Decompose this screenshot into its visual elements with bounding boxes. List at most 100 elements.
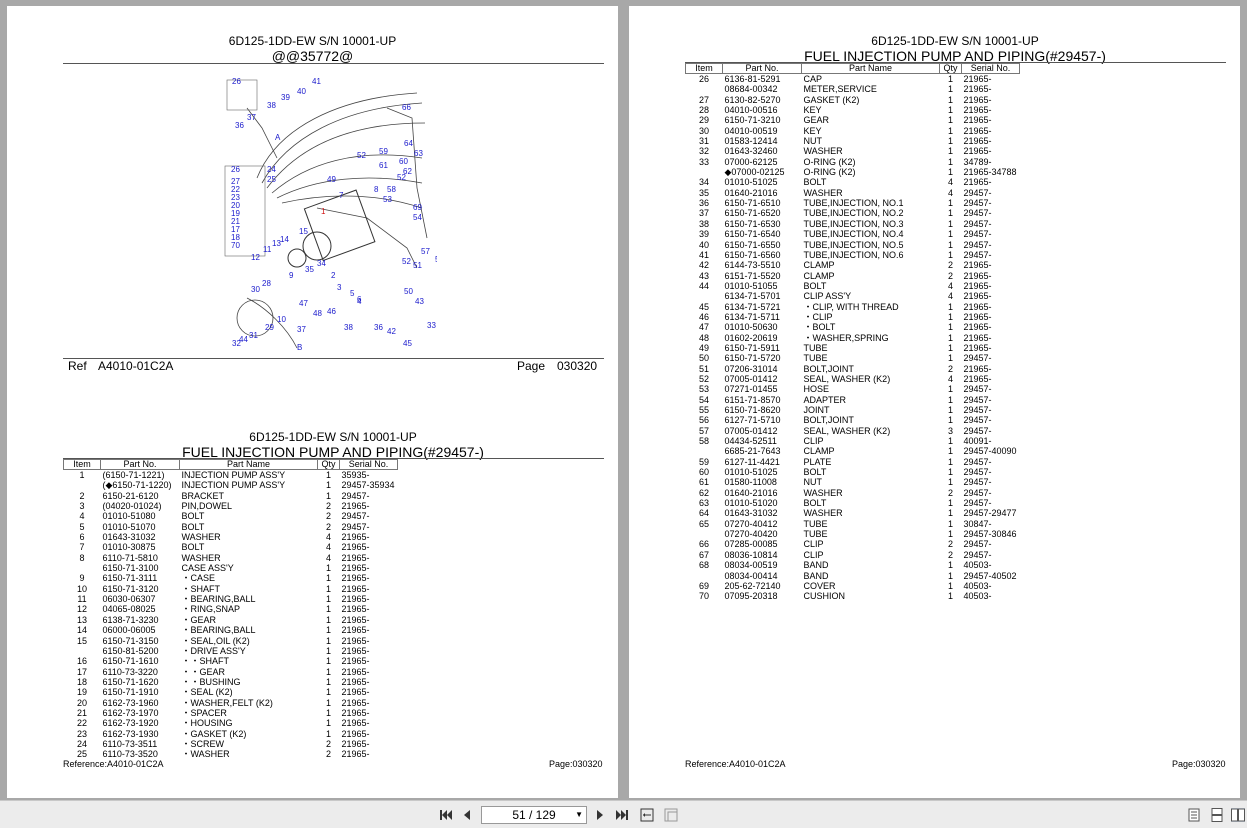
two-page-icon[interactable]	[1231, 808, 1245, 822]
cell-part-name: METER,SERVICE	[803, 84, 877, 95]
cell-item: 28	[698, 105, 709, 116]
cell-item: 42	[698, 260, 709, 271]
callout-number: 37	[297, 325, 306, 334]
cell-qty: 2	[947, 539, 953, 550]
cell-item: 47	[698, 322, 709, 333]
cell-item: 13	[76, 614, 87, 625]
pdf-page-left: 6D125-1DD-EW S/N 10001-UP @@35772@ 67412…	[7, 6, 618, 798]
cell-part-name: BAND	[803, 570, 829, 581]
cell-serial-no: 29457-	[963, 208, 992, 219]
cell-part-name: BRACKET	[181, 490, 225, 501]
cell-part-no: 01580-11008	[724, 477, 777, 488]
cell-qty: 1	[947, 136, 953, 147]
cell-qty: 1	[325, 635, 331, 646]
cell-part-name: CASE ASS'Y	[181, 563, 234, 574]
cell-item: 44	[698, 280, 709, 291]
cell-part-name: JOINT	[803, 405, 830, 415]
cell-serial-no: 21965-	[963, 280, 992, 291]
page-number-select[interactable]: 51 / 129 ▼	[481, 806, 587, 824]
cell-item: 70	[698, 591, 709, 602]
pdf-page-right: 6D125-1DD-EW S/N 10001-UP FUEL INJECTION…	[629, 6, 1240, 798]
cell-item: 18	[76, 676, 87, 687]
cell-part-name: ・SPACER	[181, 707, 227, 718]
cell-serial-no: 29457-	[963, 467, 992, 478]
divider	[63, 358, 604, 359]
fit-page-icon[interactable]	[664, 808, 678, 822]
cell-serial-no: 29457-	[341, 521, 370, 532]
parts-list-subtitle: FUEL INJECTION PUMP AND PIPING(#29457-)	[182, 444, 484, 460]
last-page-icon[interactable]	[615, 808, 629, 822]
diagram-line	[276, 177, 423, 199]
cell-part-no: 6134-71-5721	[724, 301, 781, 312]
cell-serial-no: 40503-	[963, 560, 992, 571]
cell-part-name: BOLT,JOINT	[803, 363, 854, 374]
cell-part-name: PIN,DOWEL	[181, 501, 233, 512]
divider	[63, 63, 604, 64]
cell-part-name: CLAMP	[803, 446, 835, 457]
cell-serial-no: 29457-	[963, 498, 992, 509]
gear-shape	[287, 248, 307, 268]
cell-item: 43	[698, 270, 709, 281]
first-page-icon[interactable]	[439, 808, 453, 822]
callout-number: 4	[357, 297, 362, 306]
cell-qty: 1	[947, 322, 953, 333]
cell-serial-no: 21965-	[341, 604, 370, 615]
callout-number: 10	[277, 315, 286, 324]
cell-item: 7	[79, 542, 85, 553]
cell-part-no: 08684-00342	[724, 84, 778, 95]
cell-qty: 4	[947, 177, 953, 188]
callout-number: 13	[272, 239, 281, 248]
diagram-line	[246, 107, 278, 159]
cell-serial-no: 29457-	[963, 239, 992, 250]
cell-serial-no: 29457-35934	[341, 480, 395, 491]
callout-number: 58	[387, 185, 396, 194]
cell-serial-no: 29457-	[963, 384, 992, 395]
cell-part-no: 6110-73-3220	[102, 666, 158, 677]
prev-page-icon[interactable]	[460, 808, 474, 822]
callout-number: 19	[231, 209, 240, 218]
callout-number: 54	[413, 213, 422, 222]
cell-serial-no: 29457-	[963, 198, 992, 209]
cell-serial-no: 29457-40090	[963, 446, 1017, 457]
cell-item: 5	[79, 521, 85, 532]
single-page-icon[interactable]	[1187, 808, 1201, 822]
cell-part-name: BOLT,JOINT	[803, 415, 854, 426]
cell-item: 9	[79, 573, 85, 584]
cell-part-no: 06030-06307	[102, 594, 156, 605]
cell-serial-no: 21965-	[963, 373, 992, 384]
cell-item: 29	[698, 115, 709, 126]
cell-item: 3	[79, 501, 85, 512]
cell-qty: 1	[947, 105, 953, 116]
cell-item	[64, 480, 101, 490]
continuous-icon[interactable]	[1210, 808, 1224, 822]
fit-width-icon[interactable]	[640, 808, 654, 822]
page-indicator: 51 / 129	[512, 808, 556, 822]
divider	[63, 458, 604, 459]
cell-item: 66	[698, 539, 709, 550]
cell-part-name: CLIP	[803, 436, 824, 447]
cell-part-name: ・RING,SNAP	[181, 604, 241, 615]
cell-item	[64, 646, 101, 656]
callout-number: 38	[267, 101, 276, 110]
cell-part-no: 6162-73-1920	[102, 718, 159, 729]
cell-qty: 1	[947, 249, 953, 260]
cell-qty: 1	[325, 490, 331, 501]
cell-part-name: ・CASE	[181, 573, 216, 584]
cell-qty: 1	[947, 74, 953, 84]
cell-part-name: WASHER	[181, 552, 221, 563]
next-page-icon[interactable]	[593, 808, 607, 822]
